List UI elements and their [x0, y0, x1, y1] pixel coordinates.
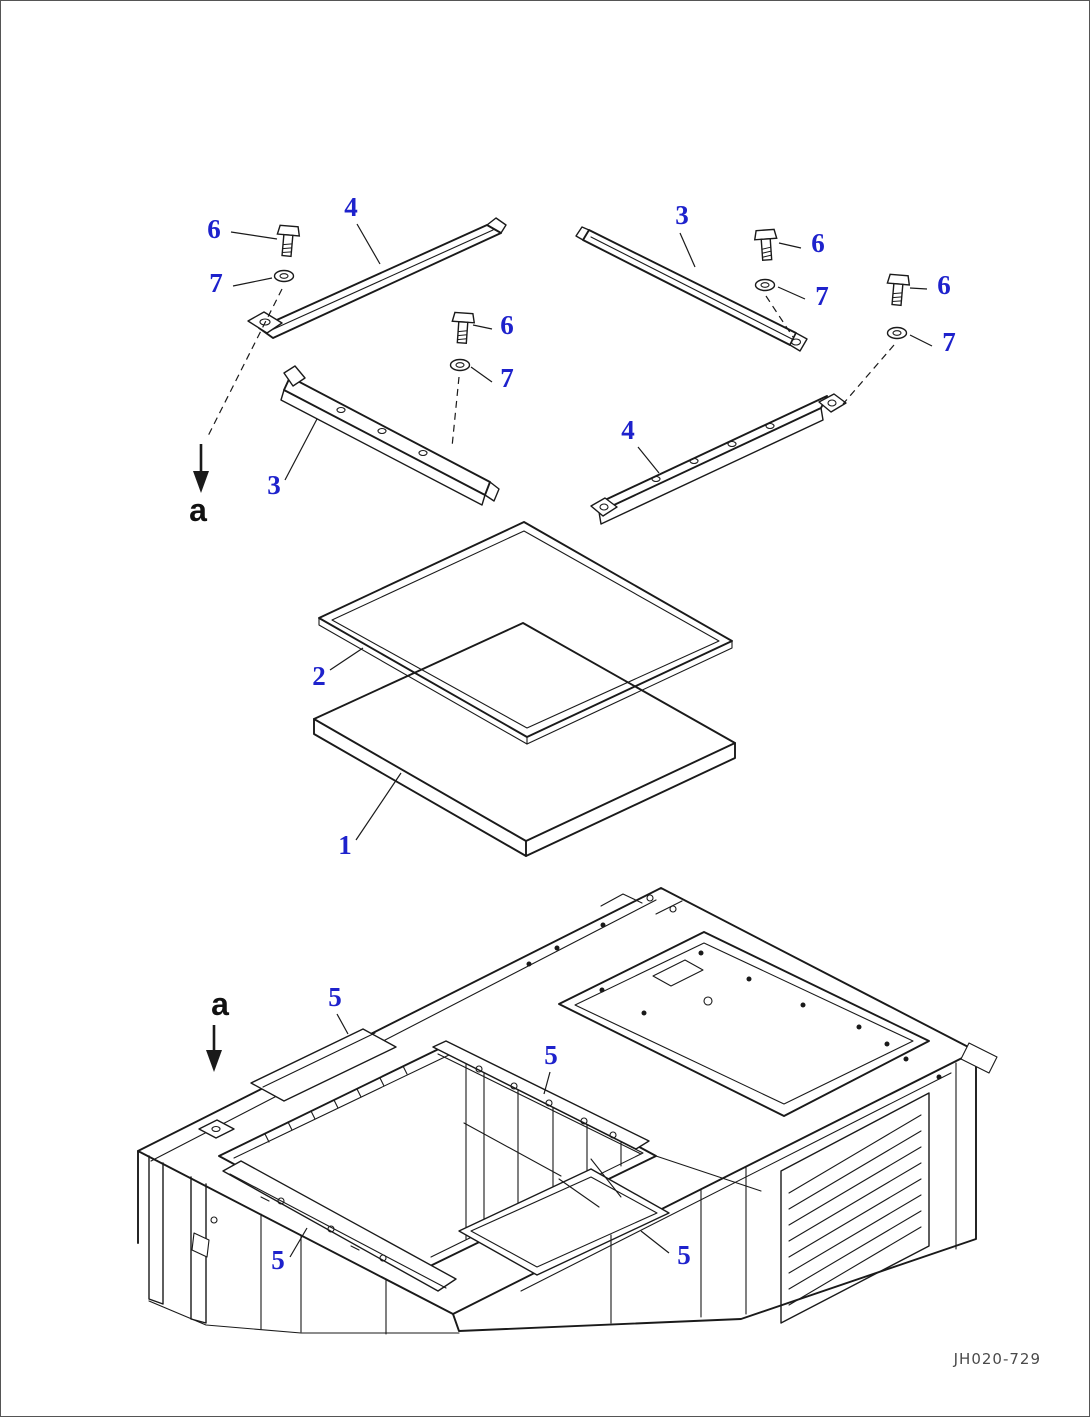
view-arrow-a-top: a	[189, 444, 209, 528]
callout-part-6: 6	[937, 270, 951, 300]
bolt-part-6-b	[753, 228, 779, 262]
callout-part-4: 4	[621, 415, 635, 445]
washer-part-7-c	[886, 326, 908, 340]
callout-labels: 6 4 3 6 7 7 6 6 7 7 3 4 2 1 5 5 5 5	[207, 192, 956, 1275]
washer-part-7-b	[754, 278, 776, 292]
callout-part-6: 6	[500, 310, 514, 340]
panel-part-2	[318, 521, 733, 745]
exploded-roof-view: a	[189, 217, 911, 857]
panel-part-1	[313, 622, 736, 857]
vent-door	[780, 1092, 930, 1324]
mount-pad	[198, 1119, 235, 1139]
washer-part-7-d	[449, 358, 471, 372]
callout-part-5: 5	[544, 1040, 558, 1070]
rail-part-3-mid-left	[280, 365, 500, 506]
view-arrow-a-bottom: a	[206, 986, 229, 1072]
washer-part-7-a	[273, 269, 295, 283]
callout-part-6: 6	[207, 214, 221, 244]
callout-part-7: 7	[209, 268, 223, 298]
machine-body-view: a	[137, 887, 998, 1335]
callout-part-4: 4	[344, 192, 358, 222]
callout-part-5: 5	[271, 1245, 285, 1275]
rail-part-3-top-right	[575, 226, 808, 352]
strip-part-5-lower-left	[222, 1160, 457, 1292]
callout-part-7: 7	[942, 327, 956, 357]
callout-part-5: 5	[677, 1240, 691, 1270]
callout-part-7: 7	[815, 281, 829, 311]
strip-part-5-upper-right	[432, 1040, 650, 1155]
frame-posts	[148, 1062, 957, 1335]
callout-part-7: 7	[500, 363, 514, 393]
drawing-code: JH020-729	[953, 1350, 1041, 1368]
callout-part-2: 2	[312, 661, 326, 691]
callout-part-1: 1	[338, 830, 352, 860]
callout-part-6: 6	[811, 228, 825, 258]
strip-part-5-lower-right	[458, 1158, 670, 1276]
callout-part-3: 3	[267, 470, 281, 500]
rail-part-4-mid-right	[590, 393, 847, 525]
callout-leader-lines	[230, 223, 933, 1258]
strip-part-5-upper-left	[250, 1028, 397, 1102]
bolt-part-6-c	[884, 273, 911, 307]
view-marker-a-bottom: a	[211, 986, 229, 1022]
view-marker-a-top: a	[189, 492, 207, 528]
deck-tray-recess	[558, 931, 930, 1117]
bolt-part-6-d	[450, 311, 476, 345]
callout-part-3: 3	[675, 200, 689, 230]
bolt-part-6-a	[274, 224, 301, 258]
arrow-down-icon	[206, 1050, 222, 1072]
assembly-dashed-lines	[206, 288, 895, 448]
callout-part-5: 5	[328, 982, 342, 1012]
arrow-down-icon	[193, 471, 209, 493]
